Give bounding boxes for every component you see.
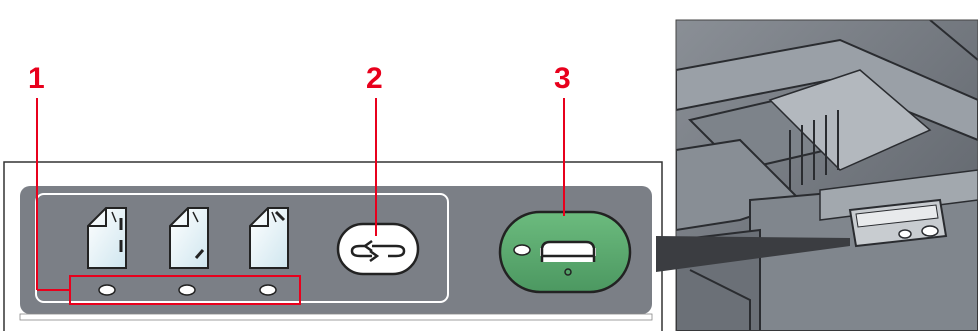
staple-corner-top-icon xyxy=(249,207,289,269)
indicator-led-left xyxy=(98,284,116,296)
callout-1: 1 xyxy=(28,62,70,291)
callout-number-1: 1 xyxy=(28,62,45,95)
indicator-led-corner-top xyxy=(259,284,277,296)
mode-select-key[interactable] xyxy=(336,222,420,276)
zoom-connector xyxy=(656,236,850,272)
staple-mode-corner-bottom[interactable] xyxy=(169,207,209,269)
callout-number-3: 3 xyxy=(554,62,571,95)
callout-number-2: 2 xyxy=(366,62,383,95)
staple-icon xyxy=(540,240,596,276)
callout-3: 3 xyxy=(554,62,571,216)
cycle-arrows-icon xyxy=(350,239,406,263)
finisher-machine-view xyxy=(675,19,978,331)
staple-button[interactable] xyxy=(498,210,632,294)
machine-panel-detail xyxy=(848,198,948,248)
staple-left-icon xyxy=(87,207,127,269)
callout-2: 2 xyxy=(366,62,383,236)
staple-key-led xyxy=(513,244,531,256)
staple-corner-bottom-icon xyxy=(169,207,209,269)
staple-mode-corner-top[interactable] xyxy=(249,207,289,269)
indicator-led-corner-bottom xyxy=(178,284,196,296)
staple-mode-left[interactable] xyxy=(87,207,127,269)
